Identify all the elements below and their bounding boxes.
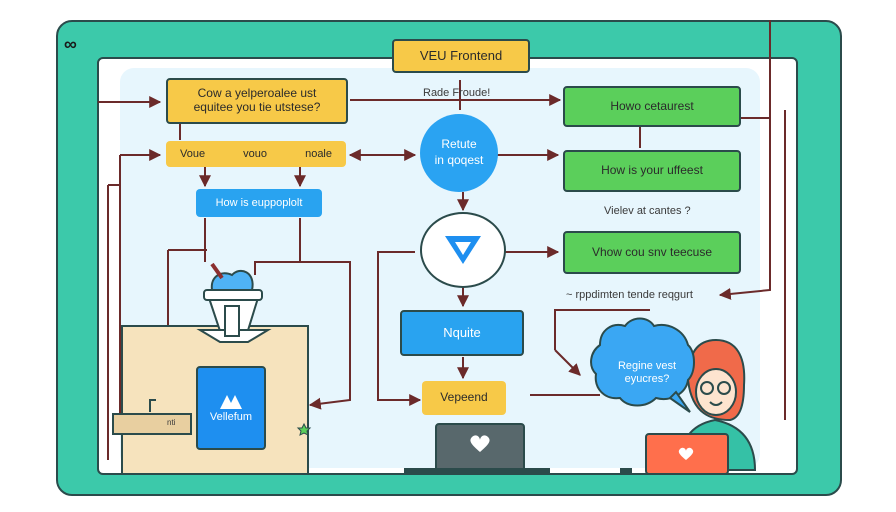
infinity-icon: ∞	[64, 34, 77, 54]
row-label: vouo	[243, 147, 268, 160]
green-box-3: Vhow cou snv teecuse	[563, 231, 741, 274]
star-icon	[296, 422, 312, 436]
person-illustration	[620, 338, 757, 475]
card-label: Vellefum	[209, 410, 253, 423]
drink-cup-icon	[196, 262, 272, 343]
speech-bubble-text: Regine vest eyucres?	[617, 360, 677, 386]
card-logo-icon	[220, 394, 242, 409]
green-box-1: Howo cetaurest	[563, 86, 741, 127]
how-box: How is euppoplolt	[196, 189, 322, 217]
vue-logo-circle	[420, 212, 506, 288]
small-sign-label: nti	[167, 418, 176, 427]
nquite-box: Nquite	[400, 310, 524, 356]
laptop-gray-icon	[404, 423, 550, 475]
subtitle-label: Rade Froude!	[423, 87, 491, 99]
row-label: noale	[305, 147, 332, 160]
green-box-2: How is your uffeest	[563, 150, 741, 192]
note-label-1: Vielev at cantes ?	[604, 205, 691, 217]
small-sign	[112, 413, 192, 435]
title-box: VEU Frontend	[392, 39, 530, 73]
row-label: Voue	[180, 147, 206, 160]
vellefum-card: Vellefum	[196, 366, 266, 450]
row-labels-box: Voue vouo noale	[166, 141, 346, 167]
route-circle: Retute in qoqest	[420, 114, 498, 192]
question-box: Cow a yelperoalee ust equitee you tie ut…	[166, 78, 348, 124]
speech-bubble-shape	[590, 317, 695, 413]
vepeend-box: Vepeend	[422, 381, 506, 415]
note-label-2: ~ rppdimten tende reqgurt	[566, 289, 693, 301]
vue-logo-icon	[445, 236, 481, 264]
arrow-lines	[98, 20, 786, 470]
